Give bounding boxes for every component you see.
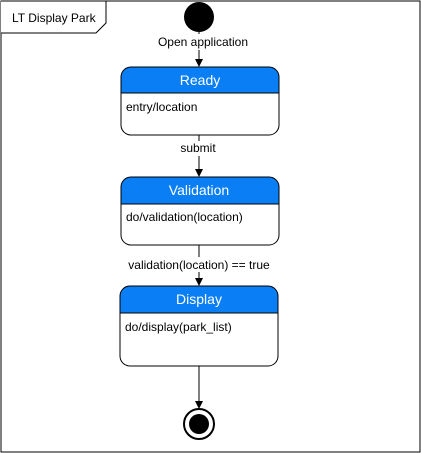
frame-title: LT Display Park: [12, 11, 97, 25]
frame-title-tab: [1, 0, 107, 34]
initial-node[interactable]: [184, 2, 214, 32]
state-display[interactable]: Display do/display(park_list): [119, 285, 279, 367]
state-validation-action: do/validation(location): [126, 210, 243, 224]
state-ready[interactable]: Ready entry/location: [120, 66, 280, 136]
state-display-action: do/display(park_list): [125, 320, 232, 334]
transition-label-open-application: Open application: [158, 35, 248, 49]
transition-label-validation-true: validation(location) == true: [128, 258, 270, 272]
state-display-title: Display: [176, 291, 222, 307]
state-ready-action: entry/location: [126, 100, 197, 114]
transition-label-submit: submit: [180, 141, 216, 155]
state-ready-title: Ready: [180, 72, 220, 88]
final-node[interactable]: [183, 408, 215, 440]
state-validation[interactable]: Validation do/validation(location): [120, 176, 280, 246]
state-validation-title: Validation: [169, 182, 229, 198]
